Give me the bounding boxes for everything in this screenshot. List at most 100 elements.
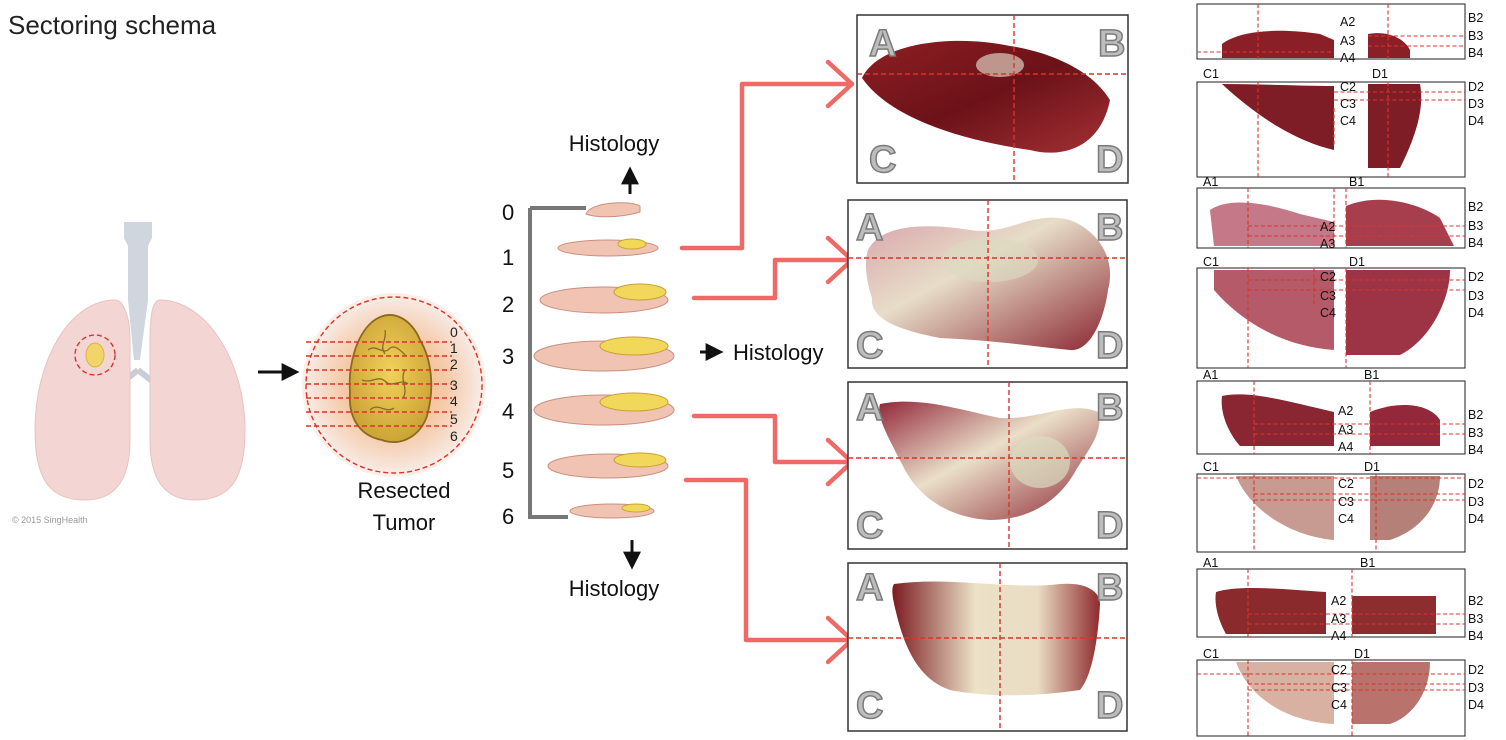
subsector-panel-2: A1 B1 A2 A3 B2 B3 B4 C1 D1 C2 C3 C4 D2 D… <box>1197 175 1484 368</box>
subsector-label: B2 <box>1468 408 1483 422</box>
subsector-label: A1 <box>1203 556 1218 570</box>
quadrant-letter-a: A <box>856 387 883 429</box>
subsector-label: D2 <box>1468 270 1484 284</box>
subsector-label: C2 <box>1320 270 1336 284</box>
subsector-label: A3 <box>1320 237 1335 251</box>
quadrant-letter-a: A <box>869 23 896 65</box>
subsector-label: C4 <box>1331 698 1347 712</box>
stack-number: 1 <box>502 245 514 270</box>
subsector-label: D4 <box>1468 698 1484 712</box>
subsector-label: C3 <box>1338 495 1354 509</box>
stack-number: 3 <box>502 344 514 369</box>
tumor-slice-number: 3 <box>450 377 458 393</box>
subsector-label: B3 <box>1468 29 1483 43</box>
stack-number: 2 <box>502 292 514 317</box>
subsector-label: B4 <box>1468 443 1483 457</box>
subsector-label: A3 <box>1338 423 1353 437</box>
quadrant-letter-b: B <box>1096 207 1123 249</box>
subsector-label: A3 <box>1331 612 1346 626</box>
tumor-slice-number: 5 <box>450 411 458 427</box>
subsector-label: A2 <box>1340 15 1355 29</box>
subsector-label: D4 <box>1468 306 1484 320</box>
quadrant-letter-a: A <box>856 567 883 609</box>
subsector-label: B3 <box>1468 426 1483 440</box>
quadrant-letter-c: C <box>856 505 883 547</box>
quadrant-letter-b: B <box>1096 387 1123 429</box>
subsector-label: A1 <box>1203 175 1218 189</box>
subsector-label: C2 <box>1331 663 1347 677</box>
subsector-label: D1 <box>1364 460 1380 474</box>
subsector-label: C1 <box>1203 67 1219 81</box>
quadrant-letter-c: C <box>856 685 883 727</box>
subsector-panel-1: A2 A3 A4 B2 B3 B4 C1 D1 C2 C3 C4 D2 D3 D… <box>1197 4 1484 177</box>
subsector-label: C4 <box>1338 512 1354 526</box>
subsector-label: D2 <box>1468 663 1484 677</box>
subsector-label: A2 <box>1338 404 1353 418</box>
subsector-label: A4 <box>1331 629 1346 643</box>
quadrant-letter-a: A <box>856 207 883 249</box>
subsector-label: B2 <box>1468 11 1483 25</box>
subsector-label: B2 <box>1468 200 1483 214</box>
subsector-label: C2 <box>1340 80 1356 94</box>
tumor-slice-number: 6 <box>450 428 458 444</box>
subsector-label: B3 <box>1468 219 1483 233</box>
slice-stack: Histology 0 1 2 3 4 5 6 Histology Histo <box>502 131 823 601</box>
subsector-label: A4 <box>1340 51 1355 65</box>
subsector-label: B1 <box>1360 556 1375 570</box>
subsector-label: C4 <box>1340 114 1356 128</box>
subsector-panel-3: A1 B1 A2 A3 A4 B2 B3 B4 C1 D1 C2 C3 C4 D… <box>1197 368 1484 552</box>
stack-number: 5 <box>502 458 514 483</box>
subsector-label: D3 <box>1468 289 1484 303</box>
quadrant-panel-3: A B C D <box>848 382 1127 549</box>
quadrant-letter-d: D <box>1096 325 1123 367</box>
subsector-label: A2 <box>1331 594 1346 608</box>
tumor-slice-number: 4 <box>450 393 458 409</box>
subsector-label: C1 <box>1203 255 1219 269</box>
copyright-credit: © 2015 SingHealth <box>12 515 88 525</box>
subsector-label: D3 <box>1468 97 1484 111</box>
subsector-label: C2 <box>1338 477 1354 491</box>
quadrant-letter-d: D <box>1096 139 1123 181</box>
tumor-slice-number: 0 <box>450 324 458 340</box>
subsector-label: B4 <box>1468 629 1483 643</box>
subsector-label: C1 <box>1203 647 1219 661</box>
quadrant-letter-d: D <box>1096 685 1123 727</box>
subsector-label: A4 <box>1338 440 1353 454</box>
subsector-label: D1 <box>1349 255 1365 269</box>
subsector-label: D4 <box>1468 512 1484 526</box>
quadrant-panel-1: A B C D <box>857 15 1128 183</box>
resected-tumor-label-line2: Tumor <box>373 510 436 535</box>
subsector-label: A3 <box>1340 34 1355 48</box>
subsector-label: B2 <box>1468 594 1483 608</box>
stack-number: 4 <box>502 399 514 424</box>
subsector-label: D2 <box>1468 80 1484 94</box>
subsector-label: D3 <box>1468 495 1484 509</box>
quadrant-letter-c: C <box>856 325 883 367</box>
quadrant-letter-b: B <box>1098 23 1125 65</box>
subsector-label: D1 <box>1372 67 1388 81</box>
subsector-label: B3 <box>1468 612 1483 626</box>
quadrant-panel-4: A B C D <box>848 563 1127 731</box>
subsector-label: C3 <box>1331 681 1347 695</box>
histology-bottom-label: Histology <box>569 576 659 601</box>
stack-number: 0 <box>502 200 514 225</box>
subsector-label: B1 <box>1364 368 1379 382</box>
subsector-label: D2 <box>1468 477 1484 491</box>
quadrant-letter-c: C <box>869 139 896 181</box>
tumor-slice-number: 1 <box>450 340 458 356</box>
subsector-label: C1 <box>1203 460 1219 474</box>
subsector-panel-4: A1 B1 A2 A3 A4 B2 B3 B4 C1 D1 C2 C3 C4 D… <box>1197 556 1484 736</box>
subsector-label: D3 <box>1468 681 1484 695</box>
subsector-label: D4 <box>1468 114 1484 128</box>
quadrant-letter-b: B <box>1096 567 1123 609</box>
stack-number: 6 <box>502 504 514 529</box>
figure-title: Sectoring schema <box>8 10 217 40</box>
subsector-label: B1 <box>1349 175 1364 189</box>
subsector-label: C3 <box>1340 97 1356 111</box>
subsector-label: B4 <box>1468 236 1483 250</box>
subsector-label: B4 <box>1468 46 1483 60</box>
histology-top-label: Histology <box>569 131 659 156</box>
quadrant-letter-d: D <box>1096 505 1123 547</box>
subsector-label: A2 <box>1320 220 1335 234</box>
histology-middle-label: Histology <box>733 340 823 365</box>
